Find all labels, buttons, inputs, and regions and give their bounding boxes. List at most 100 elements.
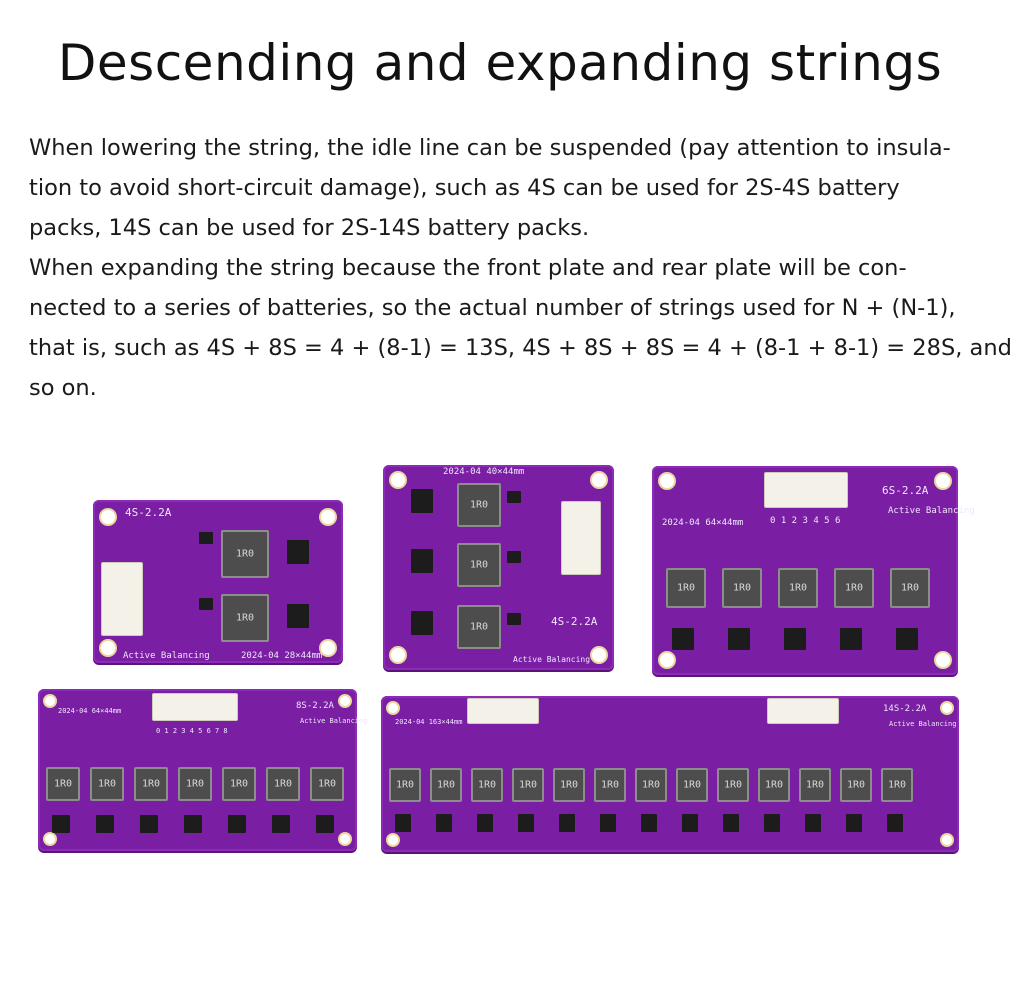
ic-chip [184,815,202,833]
inductor: 1R0 [890,568,930,608]
ic-chip [199,532,213,544]
inductor: 1R0 [222,767,256,801]
ic-chip [846,814,862,832]
mount-hole [590,471,608,489]
ic-chip [96,815,114,833]
pcb-board-6s: 0 1 2 3 4 5 6 6S-2.2A Active Balancing 2… [652,466,975,675]
ic-chip [395,814,411,832]
inductor: 1R0 [512,768,544,802]
inductor: 1R0 [389,768,421,802]
inductor: 1R0 [221,530,269,578]
balancer-cell: 1R0 [264,745,304,845]
balancer-cell: 1R0 [662,542,710,666]
ic-chip [411,489,433,513]
mount-hole [319,508,337,526]
date-label: 2024-04 28×44mm [241,651,323,661]
active-label: Active Balancing [888,506,975,516]
inductor: 1R0 [553,768,585,802]
balancer-cell: 1R0 [797,746,835,846]
text-line: tion to avoid short-circuit damage), suc… [29,175,900,201]
ic-chip [840,628,862,650]
inductor: 1R0 [310,767,344,801]
balancer-cell: 1R0 [674,746,712,846]
inductor: 1R0 [758,768,790,802]
balancer-cell: 1R0 [176,745,216,845]
ic-chip [641,814,657,832]
ic-chip [518,814,534,832]
ic-chip [672,628,694,650]
ic-chip [228,815,246,833]
balancer-cell: 1R0 [830,542,878,666]
date-label: 2024-04 64×44mm [58,707,122,715]
ic-chip [805,814,821,832]
inductor: 1R0 [457,543,501,587]
model-label: 4S-2.2A [551,615,598,628]
page-title: Descending and expanding strings [57,34,943,92]
balancer-cell: 1R0 [774,542,822,666]
balancer-cell: 1R0 [401,599,531,655]
inductor: 1R0 [840,768,872,802]
text-line: When expanding the string because the fr… [29,255,907,281]
balancer-cell: 1R0 [718,542,766,666]
connector [467,698,539,724]
balancer-cell: 1R0 [715,746,753,846]
balancer-cell: 1R0 [88,745,128,845]
balancer-cell: 1R0 [592,746,630,846]
ic-chip [728,628,750,650]
text-line: When lowering the string, the idle line … [29,135,951,161]
balancer-cell: 1R0 [886,542,934,666]
mount-hole [99,508,117,526]
ic-chip [887,814,903,832]
pcb-board-4s: 4S-2.2A 1R0 1R0 Active Balancing 2024-04… [93,500,343,663]
text-line: that is, such as 4S + 8S = 4 + (8-1) = 1… [29,335,1012,361]
balancer-cell: 1R0 [551,746,589,846]
mount-hole [389,471,407,489]
inductor: 1R0 [635,768,667,802]
mount-hole [386,701,400,715]
ic-chip [682,814,698,832]
ic-chip [411,611,433,635]
balancer-cell: 1R0 [401,477,531,533]
ic-chip [52,815,70,833]
ic-chip [507,613,521,625]
paragraph-descending: When lowering the string, the idle line … [29,128,979,248]
balancer-cell: 1R0 [879,746,917,846]
pin-label: 0 1 2 3 4 5 6 7 8 [156,727,228,735]
balancer-cell: 1R0 [132,745,172,845]
connector [561,501,601,575]
mount-hole [389,646,407,664]
inductor: 1R0 [457,605,501,649]
ic-chip [477,814,493,832]
model-label: 4S-2.2A [125,506,172,519]
inductor: 1R0 [221,594,269,642]
ic-chip [600,814,616,832]
balancer-cell: 1R0 [428,746,466,846]
mount-hole [590,646,608,664]
model-label: 8S-2.2A [296,701,334,711]
mount-hole [934,651,952,669]
mount-hole [99,639,117,657]
mount-hole [338,694,352,708]
text-line: packs, 14S can be used for 2S-14S batter… [29,215,590,241]
mount-hole [934,472,952,490]
connector [152,693,238,721]
inductor: 1R0 [881,768,913,802]
pin-label: 0 1 2 3 4 5 6 [770,516,841,526]
active-label: Active Balancing [513,655,591,664]
model-label: 6S-2.2A [882,484,929,497]
mount-hole [940,833,954,847]
text-line: nected to a series of batteries, so the … [29,295,956,321]
active-label: Active Balancing [889,720,957,728]
balancer-cell: 1R0 [220,745,260,845]
pcb-board-4s-vertical: 1R0 1R0 1R0 2024-04 40×44mm 4S-2.2A Acti… [383,465,614,670]
inductor: 1R0 [717,768,749,802]
connector [767,698,839,724]
ic-chip [140,815,158,833]
ic-chip [272,815,290,833]
balancer-cell: 1R0 [308,745,348,845]
date-label: 2024-04 64×44mm [662,518,744,528]
model-label: 14S-2.2A [883,704,927,714]
inductor: 1R0 [834,568,874,608]
date-label: 2024-04 163×44mm [395,718,463,726]
balancer-cell: 1R0 [510,746,548,846]
